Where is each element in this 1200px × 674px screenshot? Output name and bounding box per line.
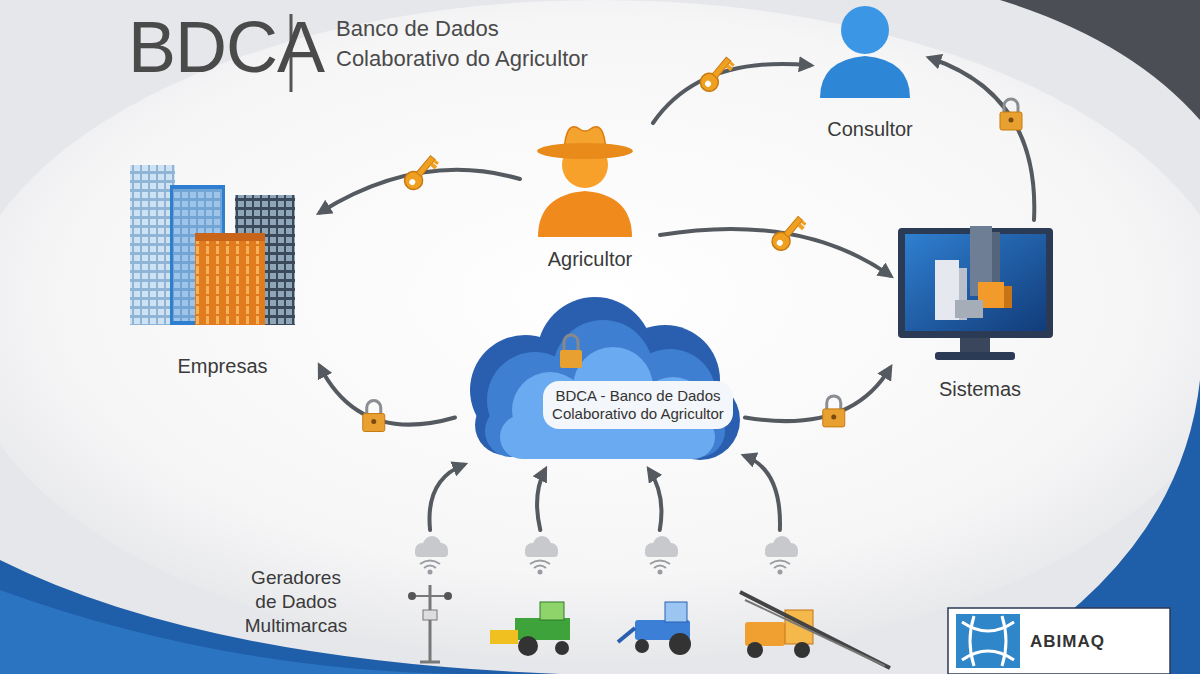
connector-arrow bbox=[745, 368, 890, 421]
node-label: Sistemas bbox=[890, 378, 1070, 401]
abimaq-logo bbox=[948, 608, 1170, 674]
generators-band: Geradores de Dados Multimarcas bbox=[240, 530, 900, 670]
connector-arrow bbox=[745, 456, 780, 530]
farmer-node: Agricultor bbox=[520, 115, 660, 275]
consultant-icon bbox=[810, 0, 920, 100]
companies-node: Empresas bbox=[125, 155, 320, 385]
lock-symbol bbox=[823, 396, 845, 427]
tractor bbox=[618, 602, 691, 655]
logo-text: ABIMAQ bbox=[1030, 632, 1105, 652]
node-label: Agricultor bbox=[520, 248, 660, 271]
farmer-icon bbox=[520, 115, 650, 240]
key-symbol bbox=[768, 213, 807, 254]
monitor-icon bbox=[890, 220, 1060, 375]
consultant-node: Consultor bbox=[810, 0, 930, 145]
systems-node: Sistemas bbox=[890, 220, 1070, 405]
key-symbol bbox=[401, 152, 440, 193]
lock-symbol bbox=[1000, 99, 1022, 130]
cloud-database: BDCA - Banco de Dados Colaborativo do Ag… bbox=[455, 295, 745, 470]
connector-arrow bbox=[537, 470, 545, 530]
connector-arrow bbox=[649, 470, 661, 530]
connector-arrow bbox=[429, 465, 463, 530]
key-symbol bbox=[697, 53, 736, 94]
connector-arrow bbox=[653, 64, 810, 123]
weather-station bbox=[408, 585, 452, 662]
data-generators bbox=[240, 530, 900, 670]
connector-arrow bbox=[320, 367, 455, 425]
connector-arrow bbox=[660, 229, 890, 276]
subtitle: Banco de Dados Colaborativo do Agriculto… bbox=[336, 14, 606, 74]
buildings-icon bbox=[125, 155, 310, 335]
node-label: Geradores de Dados Multimarcas bbox=[240, 566, 352, 638]
connector-arrow bbox=[930, 58, 1034, 220]
title: BDCA bbox=[128, 6, 324, 88]
sprayer bbox=[740, 592, 890, 668]
lock-symbol bbox=[363, 401, 385, 432]
node-label: Consultor bbox=[810, 118, 930, 141]
harvester bbox=[490, 602, 570, 656]
node-label: Empresas bbox=[125, 355, 320, 378]
node-label: BDCA - Banco de Dados Colaborativo do Ag… bbox=[543, 381, 733, 429]
